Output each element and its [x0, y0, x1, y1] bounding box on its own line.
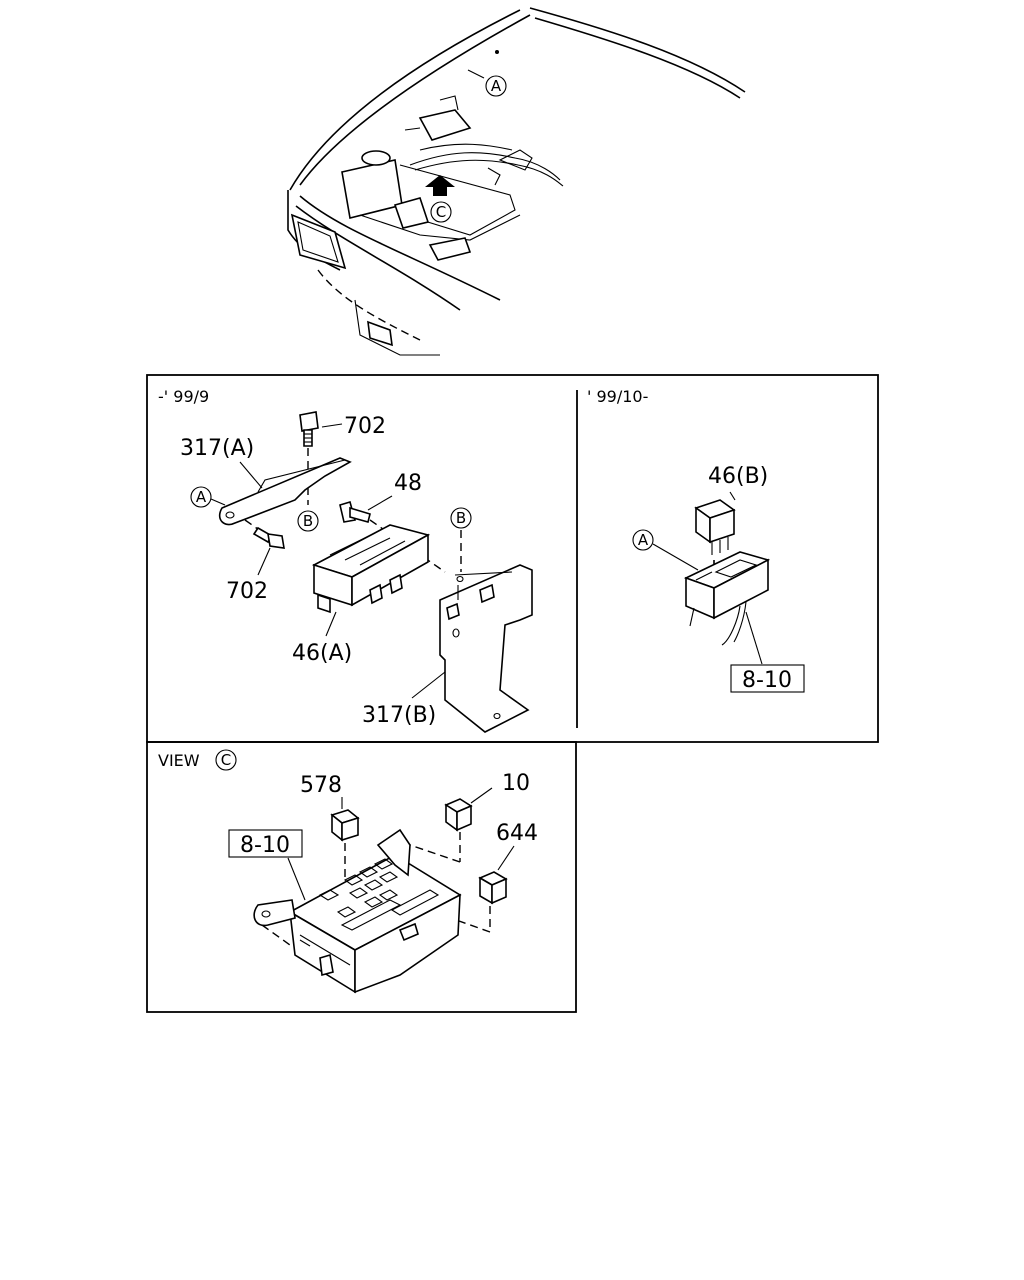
bracket-317a: [218, 457, 352, 526]
relay-578: [330, 797, 360, 915]
label-10: 10: [502, 771, 530, 796]
panel-title-early: -' 99/9: [158, 387, 209, 406]
fuse-relay-box: [253, 828, 462, 994]
bolt-702-top: [299, 411, 343, 505]
label-644: 644: [496, 821, 538, 846]
label-48: 48: [394, 471, 422, 496]
label-317a: 317(A): [180, 436, 254, 461]
label-702-top: 702: [344, 414, 386, 439]
bracket-317b: [411, 530, 533, 733]
ref-8-10-right: 8-10: [742, 668, 792, 693]
callout-c-view: C: [221, 751, 231, 769]
callout-a-right: A: [638, 531, 649, 549]
panel-frames: [146, 374, 879, 1013]
panel-early-model: -' 99/9 702 317(A) A B: [158, 387, 533, 733]
relay-block-46a: [311, 524, 431, 637]
label-702-bottom: 702: [226, 579, 268, 604]
bolt-702-bottom: [244, 519, 285, 576]
relay-socket: [683, 551, 771, 665]
relay-46b: [694, 491, 736, 582]
label-578: 578: [300, 773, 342, 798]
label-46b: 46(B): [708, 464, 768, 489]
label-317b: 317(B): [362, 703, 436, 728]
callout-c-top: C: [436, 203, 446, 221]
ref-8-10-view: 8-10: [240, 833, 290, 858]
engine-bay-overview: A C: [287, 7, 746, 356]
panel-view-c: VIEW C 578 10: [158, 749, 538, 994]
callout-b-right: B: [456, 509, 466, 527]
view-title: VIEW: [158, 751, 200, 770]
panel-title-late: ' 99/10-: [587, 387, 648, 406]
callout-a-top: A: [491, 77, 502, 95]
callout-b-left: B: [303, 512, 313, 530]
callout-a-left: A: [196, 488, 207, 506]
relay-10: [409, 787, 493, 863]
label-46a: 46(A): [292, 641, 352, 666]
panel-late-model: ' 99/10- 46(B) A: [587, 387, 805, 693]
